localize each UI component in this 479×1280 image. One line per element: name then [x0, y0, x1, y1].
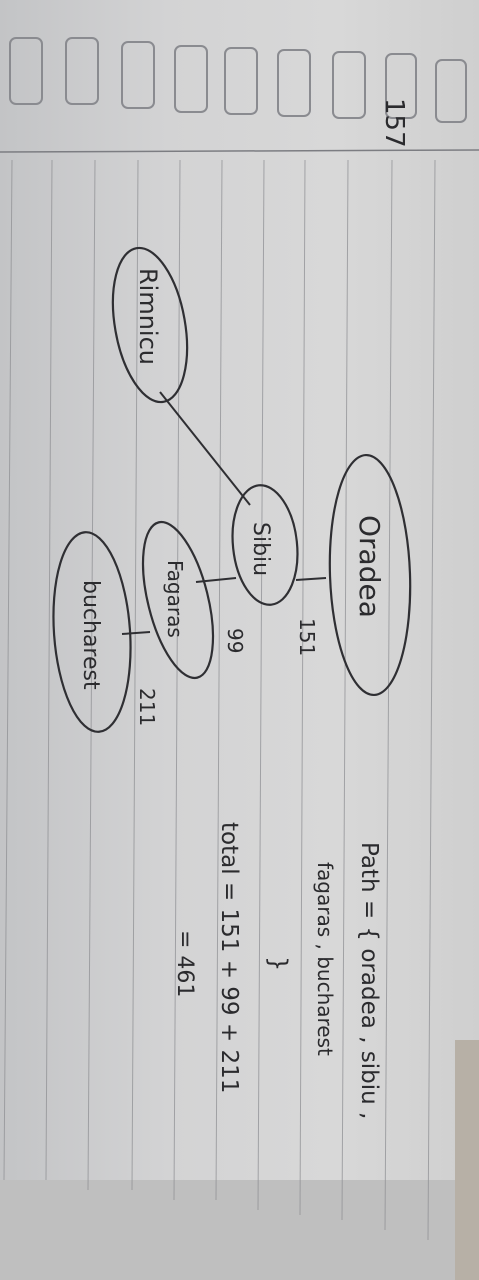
path-line-2: fagaras , bucharest [313, 862, 337, 1056]
page-edge [0, 1180, 479, 1280]
page-stack-edge [455, 1040, 479, 1280]
cost-fagaras-bucharest: 211 [135, 688, 159, 726]
node-bucharest [52, 531, 132, 733]
node-rimnicu [111, 246, 189, 404]
label-sibiu: Sibiu [248, 522, 273, 576]
node-fagaras [141, 520, 215, 680]
ruled-lines [3, 159, 436, 1241]
graph-edges [121, 391, 327, 635]
checkbox-row [9, 37, 467, 123]
total-line: total = 151 + 99 + 211 [216, 822, 242, 1093]
node-sibiu [231, 484, 299, 606]
path-brace-close: } [264, 956, 292, 971]
label-bucharest: bucharest [78, 580, 103, 690]
result-line: = 461 [172, 930, 197, 997]
cost-sibiu-fagaras: 99 [223, 628, 247, 653]
label-rimnicu: Rimnicu [134, 268, 162, 365]
cost-oradea-sibiu: 151 [295, 618, 319, 656]
label-fagaras: Fagaras [163, 560, 187, 638]
edge-oradea-sibiu [295, 577, 327, 581]
margin-line [0, 149, 479, 153]
edge-fagaras-bucharest [121, 631, 151, 635]
edge-sibiu-fagaras [195, 577, 237, 583]
node-oradea [328, 453, 412, 697]
path-line-1: Path = { oradea , sibiu , [356, 842, 382, 1119]
label-oradea: Oradea [353, 515, 386, 618]
edge-sibiu-rimnicu [159, 391, 251, 506]
page-marker: 157 [379, 98, 409, 148]
